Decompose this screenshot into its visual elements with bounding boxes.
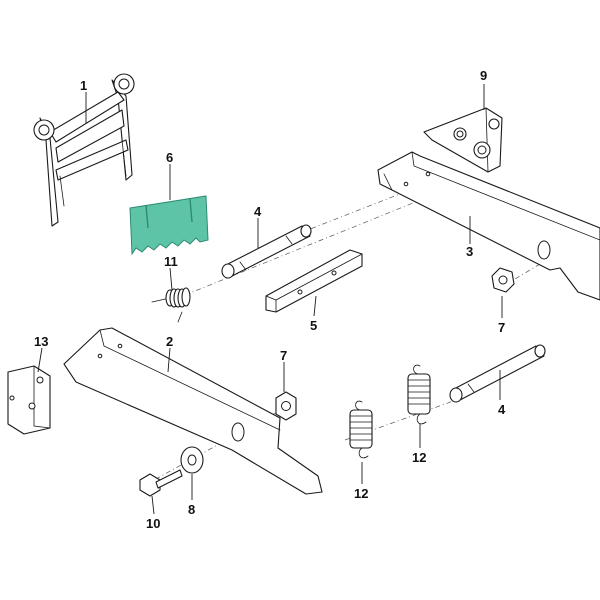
part-11-torsion-spring[interactable]: [151, 287, 191, 323]
callout-labels: 1 2 3 4 4 5 6 7 7 8 9 10 11 12 12 13: [34, 68, 506, 531]
part-13-side-block[interactable]: [7, 365, 51, 435]
callout-7-upper: 7: [498, 320, 505, 335]
callout-4-upper: 4: [254, 204, 262, 219]
callout-1: 1: [80, 78, 87, 93]
part-6-blade-highlighted[interactable]: [129, 195, 209, 256]
callout-11: 11: [164, 254, 178, 269]
part-4-shaft-lower[interactable]: [449, 344, 546, 403]
part-8-washer[interactable]: [180, 446, 204, 474]
part-2-rail-plate[interactable]: [63, 327, 323, 495]
callout-3: 3: [466, 244, 473, 259]
callout-5: 5: [310, 318, 317, 333]
part-4-shaft-upper[interactable]: [221, 224, 312, 279]
callout-6: 6: [166, 150, 173, 165]
part-7-nut-upper[interactable]: [491, 267, 515, 293]
callout-2: 2: [166, 334, 173, 349]
leader-lines: [37, 84, 503, 515]
callout-4-lower: 4: [498, 402, 506, 417]
callout-9: 9: [480, 68, 487, 83]
callout-12-left: 12: [354, 486, 368, 501]
callout-13: 13: [34, 334, 48, 349]
part-1-bracket[interactable]: [33, 73, 135, 227]
callout-8: 8: [188, 502, 195, 517]
part-12-spring-left[interactable]: [349, 400, 373, 459]
part-10-bolt[interactable]: [139, 469, 183, 497]
callout-12-right: 12: [412, 450, 426, 465]
part-7-nut-lower[interactable]: [275, 391, 297, 421]
callout-10: 10: [146, 516, 160, 531]
part-3-rail-plate[interactable]: [377, 151, 600, 301]
part-9-corner-block[interactable]: [423, 107, 503, 173]
callout-7-lower: 7: [280, 348, 287, 363]
part-12-spring-right[interactable]: [407, 364, 431, 425]
part-5-flat-bar[interactable]: [265, 249, 363, 313]
